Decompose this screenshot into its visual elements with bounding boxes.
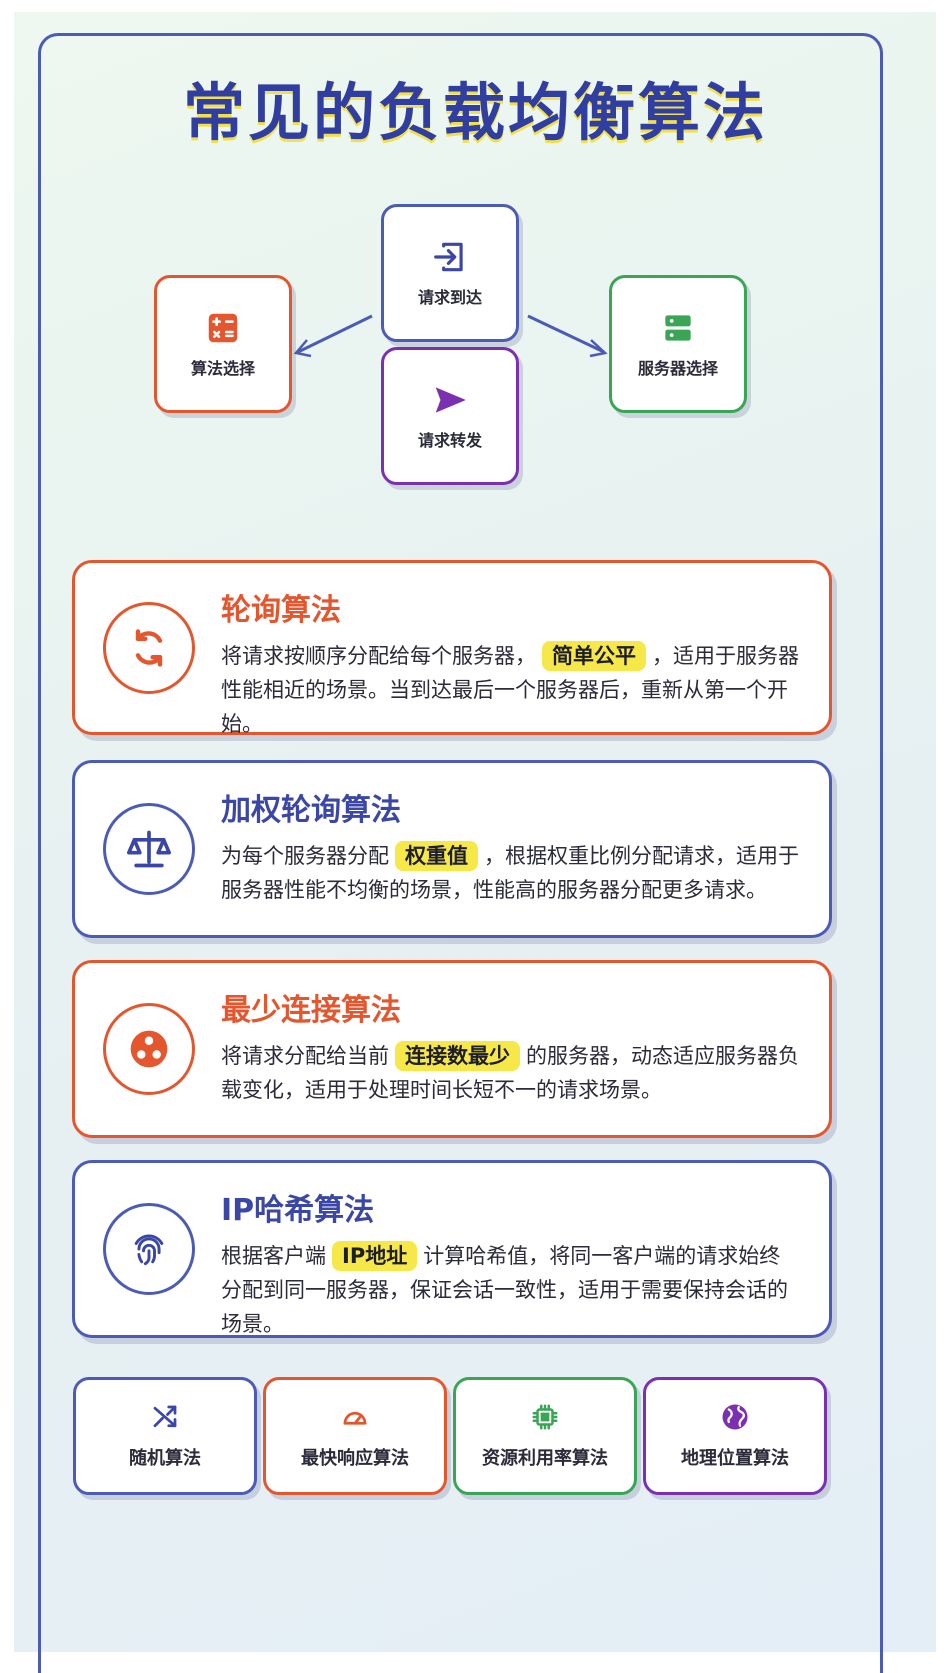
card-description: 将请求按顺序分配给每个服务器，简单公平，适用于服务器性能相近的场景。当到达最后一… — [221, 639, 801, 741]
fingerprint-icon — [134, 1234, 164, 1266]
request-node: 请求到达 — [381, 204, 519, 342]
tile-resource-utilization: 资源利用率算法 — [453, 1377, 637, 1495]
card-description: 将请求分配给当前连接数最少的服务器，动态适应服务器负载变化，适用于处理时间长短不… — [221, 1039, 801, 1107]
algorithm-card-least-connections: 最少连接算法 将请求分配给当前连接数最少的服务器，动态适应服务器负载变化，适用于… — [72, 960, 832, 1138]
algorithm-node: 算法选择 — [154, 275, 292, 413]
algorithm-card-weighted: 加权轮询算法 为每个服务器分配权重值，根据权重比例分配请求，适用于服务器性能不均… — [72, 760, 832, 938]
connections-icon — [130, 1030, 168, 1068]
page-title: 常见的负载均衡算法 — [182, 76, 768, 149]
tile-random: 随机算法 — [73, 1377, 257, 1495]
flow-arrows — [293, 314, 608, 358]
shuffle-icon — [153, 1405, 177, 1428]
algorithm-card-round-robin: 轮询算法 将请求按顺序分配给每个服务器，简单公平，适用于服务器性能相近的场景。当… — [72, 560, 832, 736]
tile-fastest-response: 最快响应算法 — [263, 1377, 447, 1495]
card-title: 加权轮询算法 — [221, 793, 401, 828]
calculator-icon — [208, 313, 238, 343]
login-arrow-icon — [434, 242, 463, 272]
server-node: 服务器选择 — [609, 275, 747, 413]
highlight-badge: 连接数最少 — [395, 1041, 520, 1071]
scale-icon — [127, 830, 171, 868]
refresh-icon — [135, 628, 163, 667]
server-icon — [665, 315, 691, 341]
main-frame — [38, 33, 883, 1673]
globe-icon — [722, 1404, 748, 1430]
speedometer-icon — [343, 1411, 367, 1425]
card-title: IP哈希算法 — [221, 1193, 375, 1228]
cpu-icon — [532, 1404, 558, 1430]
card-title: 最少连接算法 — [221, 993, 401, 1028]
highlight-badge: 简单公平 — [542, 641, 646, 671]
highlight-badge: 权重值 — [395, 841, 478, 871]
tile-geolocation: 地理位置算法 — [643, 1377, 827, 1495]
card-description: 为每个服务器分配权重值，根据权重比例分配请求，适用于服务器性能不均衡的场景，性能… — [221, 839, 801, 907]
card-title: 轮询算法 — [221, 593, 341, 628]
highlight-badge: IP地址 — [332, 1241, 418, 1271]
send-icon — [435, 387, 466, 413]
forward-node: 请求转发 — [381, 347, 519, 485]
